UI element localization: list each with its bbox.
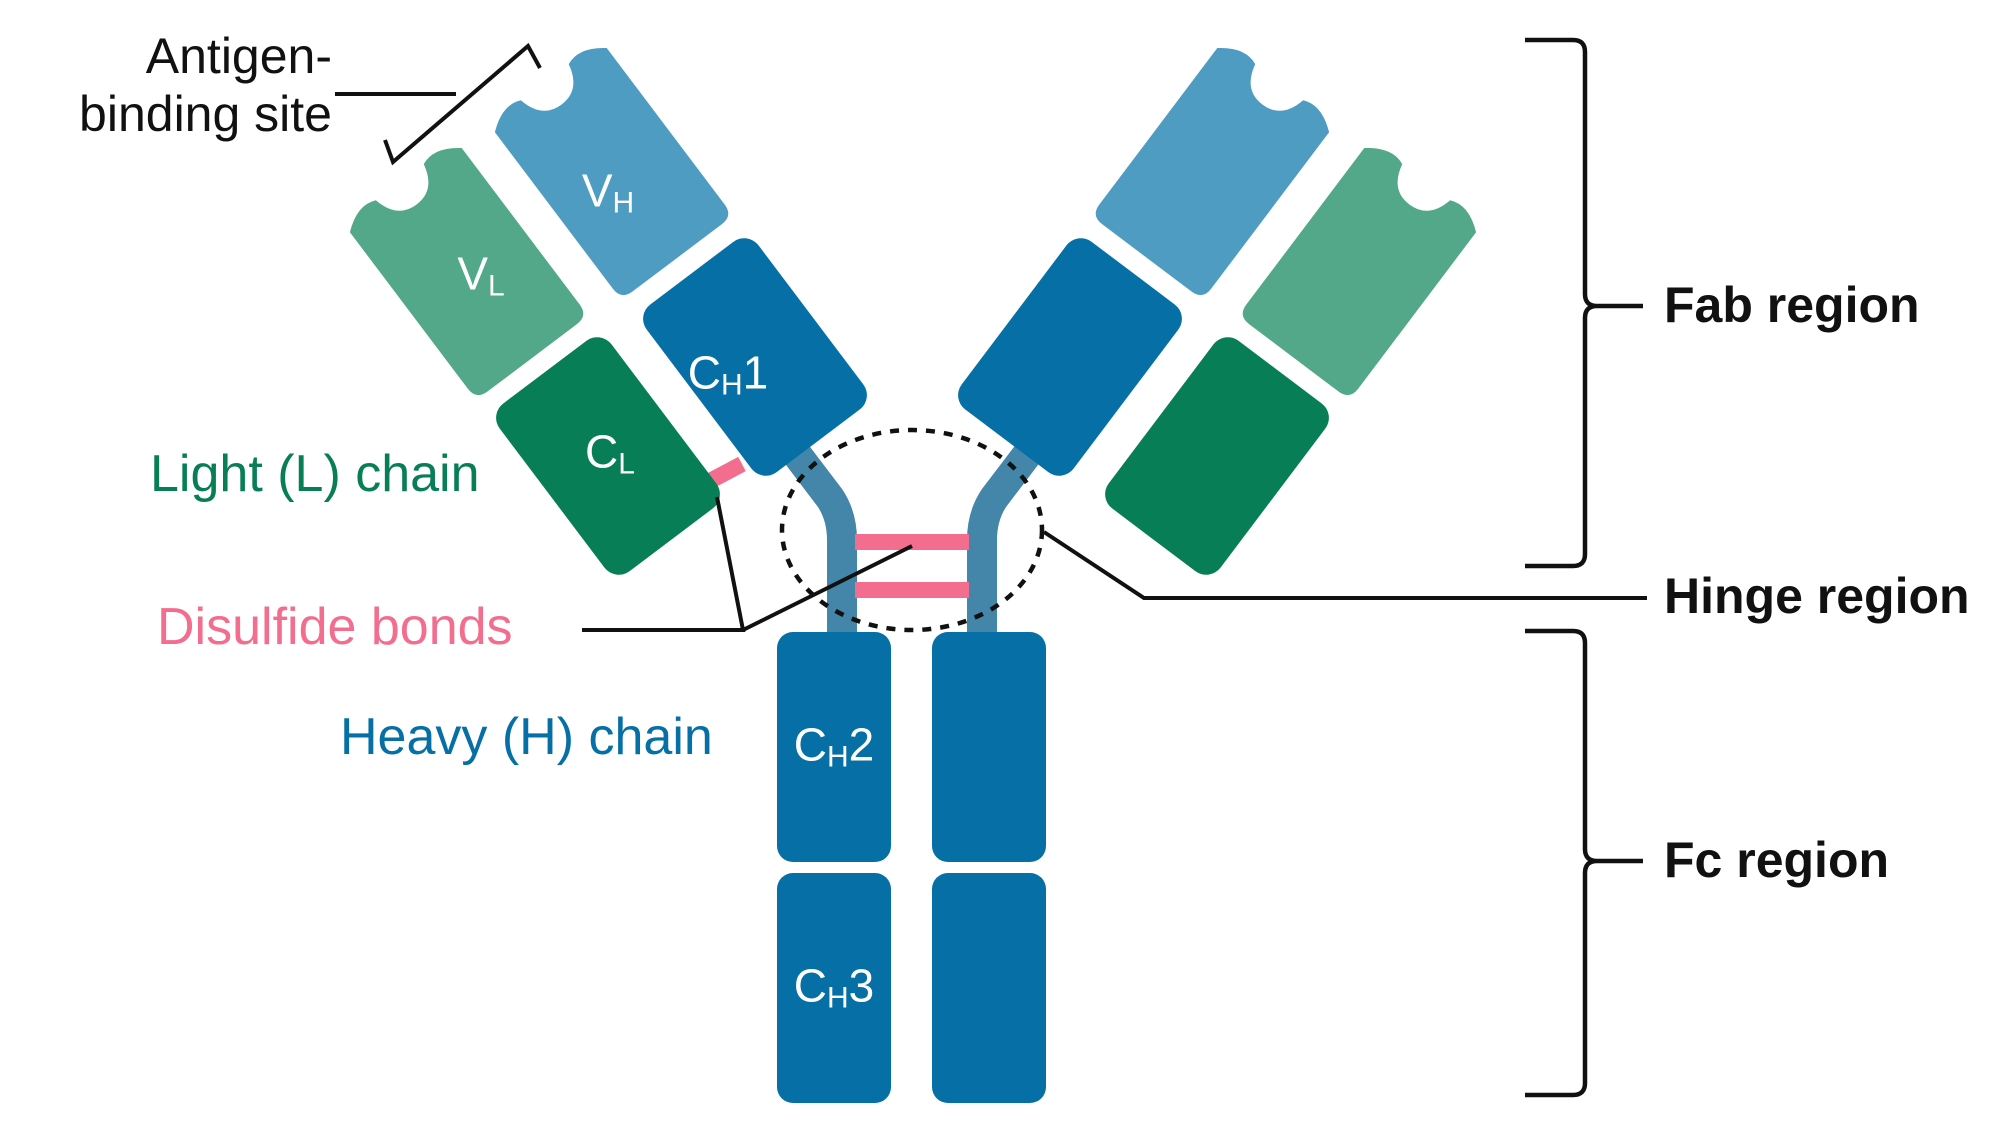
antigen-label-line1: Antigen- xyxy=(145,28,332,84)
fc-brace xyxy=(1525,628,1643,1098)
hinge-right-stalk xyxy=(967,438,1044,635)
heavy-chain-label: Heavy (H) chain xyxy=(340,708,713,766)
light-chain-label: Light (L) chain xyxy=(150,445,480,503)
ch3-label: CH3 xyxy=(793,959,875,1015)
hinge-region-label: Hinge region xyxy=(1664,568,1970,624)
fab-region-label: Fab region xyxy=(1664,277,1920,333)
ch2-domain-right xyxy=(932,632,1046,862)
ch3-domain-right xyxy=(932,873,1046,1103)
fab-brace xyxy=(1525,37,1643,569)
disulfide-bonds-label: Disulfide bonds xyxy=(157,598,513,656)
antigen-binding-site-label: Antigen- binding site xyxy=(79,28,332,143)
fc-region-label: Fc region xyxy=(1664,832,1890,888)
cl-label: CL xyxy=(585,425,635,481)
disulfide-leader xyxy=(582,496,913,632)
ch3-domain-left xyxy=(777,873,891,1103)
hinge-region-circle xyxy=(779,427,1045,633)
ch1-label: CH1 xyxy=(687,346,769,402)
ch2-domain-left xyxy=(777,632,891,862)
antigen-label-line2: binding site xyxy=(79,85,332,142)
vh-label: VH xyxy=(581,164,635,220)
hinge-left-stalk xyxy=(780,438,857,635)
hinge-leader xyxy=(1042,530,1647,600)
vl-label: VL xyxy=(457,247,505,303)
ch2-label: CH2 xyxy=(793,718,875,774)
antigen-binding-bracket xyxy=(383,42,542,166)
